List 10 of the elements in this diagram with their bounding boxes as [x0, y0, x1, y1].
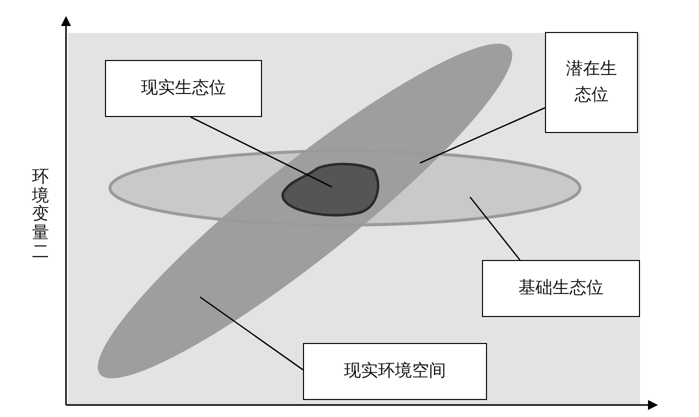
- callout-label: 现实环境空间: [344, 360, 446, 383]
- callout-label: 现实生态位: [141, 76, 226, 100]
- dark-blob: [281, 162, 380, 216]
- axis-label: 环境变量二: [32, 168, 49, 262]
- leader-line: [420, 107, 546, 164]
- callout-label: 基础生态位: [518, 276, 604, 300]
- callout-label: 潜在生态位: [565, 58, 618, 106]
- leader-line: [200, 296, 304, 370]
- leader-line: [470, 196, 520, 260]
- leader-line: [190, 116, 332, 188]
